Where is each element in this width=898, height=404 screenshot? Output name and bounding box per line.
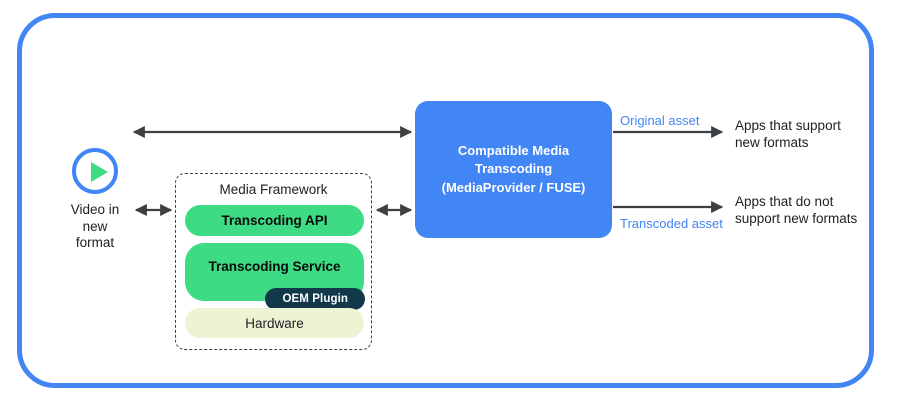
original-asset-label: Original asset (620, 113, 700, 128)
play-circle-icon (72, 148, 118, 194)
compatible-media-transcoding-box: Compatible Media Transcoding (MediaProvi… (415, 101, 612, 238)
layer-transcoding-service: Transcoding Service OEM Plugin (185, 243, 365, 310)
compatible-media-transcoding-label: Compatible Media Transcoding (MediaProvi… (441, 142, 586, 195)
apps-that-do-not-support-label: Apps that do not support new formats (735, 194, 858, 227)
layer-transcoding-service-label: Transcoding Service (208, 259, 341, 274)
apps-that-support-label: Apps that support new formats (735, 118, 841, 151)
layer-transcoding-api: Transcoding API (185, 205, 364, 236)
play-triangle-icon (91, 162, 108, 182)
media-framework-title: Media Framework (219, 182, 328, 197)
layer-hardware-label: Hardware (245, 315, 304, 331)
oem-plugin-badge: OEM Plugin (265, 288, 365, 310)
video-source: Video in new format (50, 148, 140, 252)
media-framework-box: Media Framework Transcoding API Transcod… (175, 173, 372, 350)
transcoded-asset-label: Transcoded asset (620, 216, 723, 231)
outer-frame (17, 13, 874, 388)
media-framework-stack: Transcoding API Transcoding Service OEM … (185, 205, 365, 338)
layer-hardware: Hardware (185, 308, 364, 338)
layer-transcoding-api-label: Transcoding API (221, 213, 328, 228)
video-source-label: Video in new format (70, 202, 120, 251)
